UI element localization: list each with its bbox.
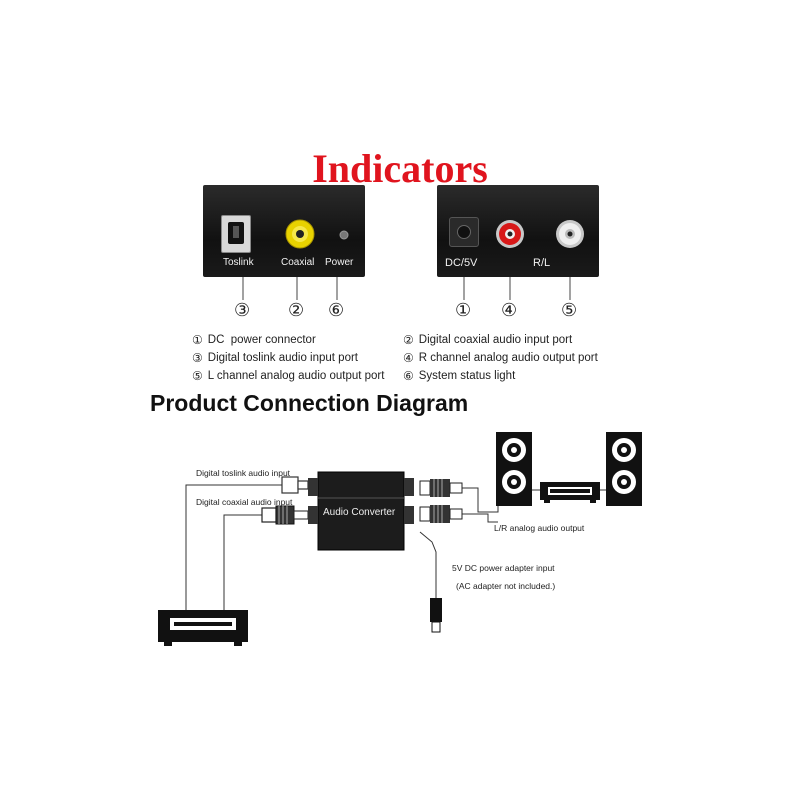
rl-label: R/L [533,257,551,269]
diagram-title: Product Connection Diagram [150,390,469,416]
legend-left: ① DC power connector ③ Digital toslink a… [192,331,384,385]
callout-lines [242,277,571,300]
legend-text: Digital coaxial audio input port [418,334,573,346]
dvd-player-icon [158,610,248,646]
callout-number: ① [455,300,472,321]
audio-converter-box [308,471,414,551]
legend-text: Digital toslink audio input port [207,352,358,364]
legend-item: ④ R channel analog audio output port [403,349,598,367]
callout-number: ④ [501,300,518,321]
legend-text: System status light [418,370,516,382]
legend-num: ⑥ [403,369,414,383]
legend-text: L channel analog audio output port [207,370,385,382]
rca-plug-icon [419,505,463,523]
power-note-label: (AC adapter not included.) [456,581,556,591]
legend-text: DC power connector [207,334,316,346]
callout-number: ② [288,300,305,321]
legend-num: ③ [192,351,203,365]
legend-item: ⑤ L channel analog audio output port [192,367,384,385]
callout-number: ⑥ [328,300,345,321]
legend-item: ① DC power connector [192,331,384,349]
legend-num: ⑤ [192,369,203,383]
legend-right: ② Digital coaxial audio input port ④ R c… [403,331,598,385]
legend-num: ④ [403,351,414,365]
power-led [339,230,349,240]
rear-panel: DC/5V R/L [437,185,599,277]
indicators-title: Indicators [312,146,488,191]
usb-plug-icon [430,598,442,633]
speaker-icon [606,432,642,506]
coaxial-label: Coaxial [281,257,315,268]
rca-white-port [556,220,584,248]
connection-diagram [158,432,642,646]
legend-text: R channel analog audio output port [418,352,598,364]
speaker-icon [496,432,532,506]
dc-label: DC/5V [445,257,478,269]
front-panel: Toslink Coaxial Power [203,185,365,277]
dc-jack [449,217,479,247]
toslink-label: Toslink [223,257,254,268]
amplifier-icon [540,482,600,503]
toslink-plug-icon [281,476,309,494]
coaxial-input-label: Digital coaxial audio input [196,497,293,507]
toslink-port [221,215,251,253]
callout-number: ③ [234,300,251,321]
rca-red-port [496,220,524,248]
coaxial-port [285,219,315,249]
legend-num: ② [403,333,414,347]
coaxial-plug-icon [261,505,309,525]
callout-number: ⑤ [561,300,578,321]
legend-item: ⑥ System status light [403,367,598,385]
analog-output-label: L/R analog audio output [494,523,585,533]
legend-item: ③ Digital toslink audio input port [192,349,384,367]
power-label: Power [325,257,354,268]
toslink-input-label: Digital toslink audio input [196,468,291,478]
converter-label: Audio Converter [323,507,396,518]
legend-item: ② Digital coaxial audio input port [403,331,598,349]
legend-num: ① [192,333,203,347]
power-input-label: 5V DC power adapter input [452,563,555,573]
rca-plug-icon [419,479,463,497]
